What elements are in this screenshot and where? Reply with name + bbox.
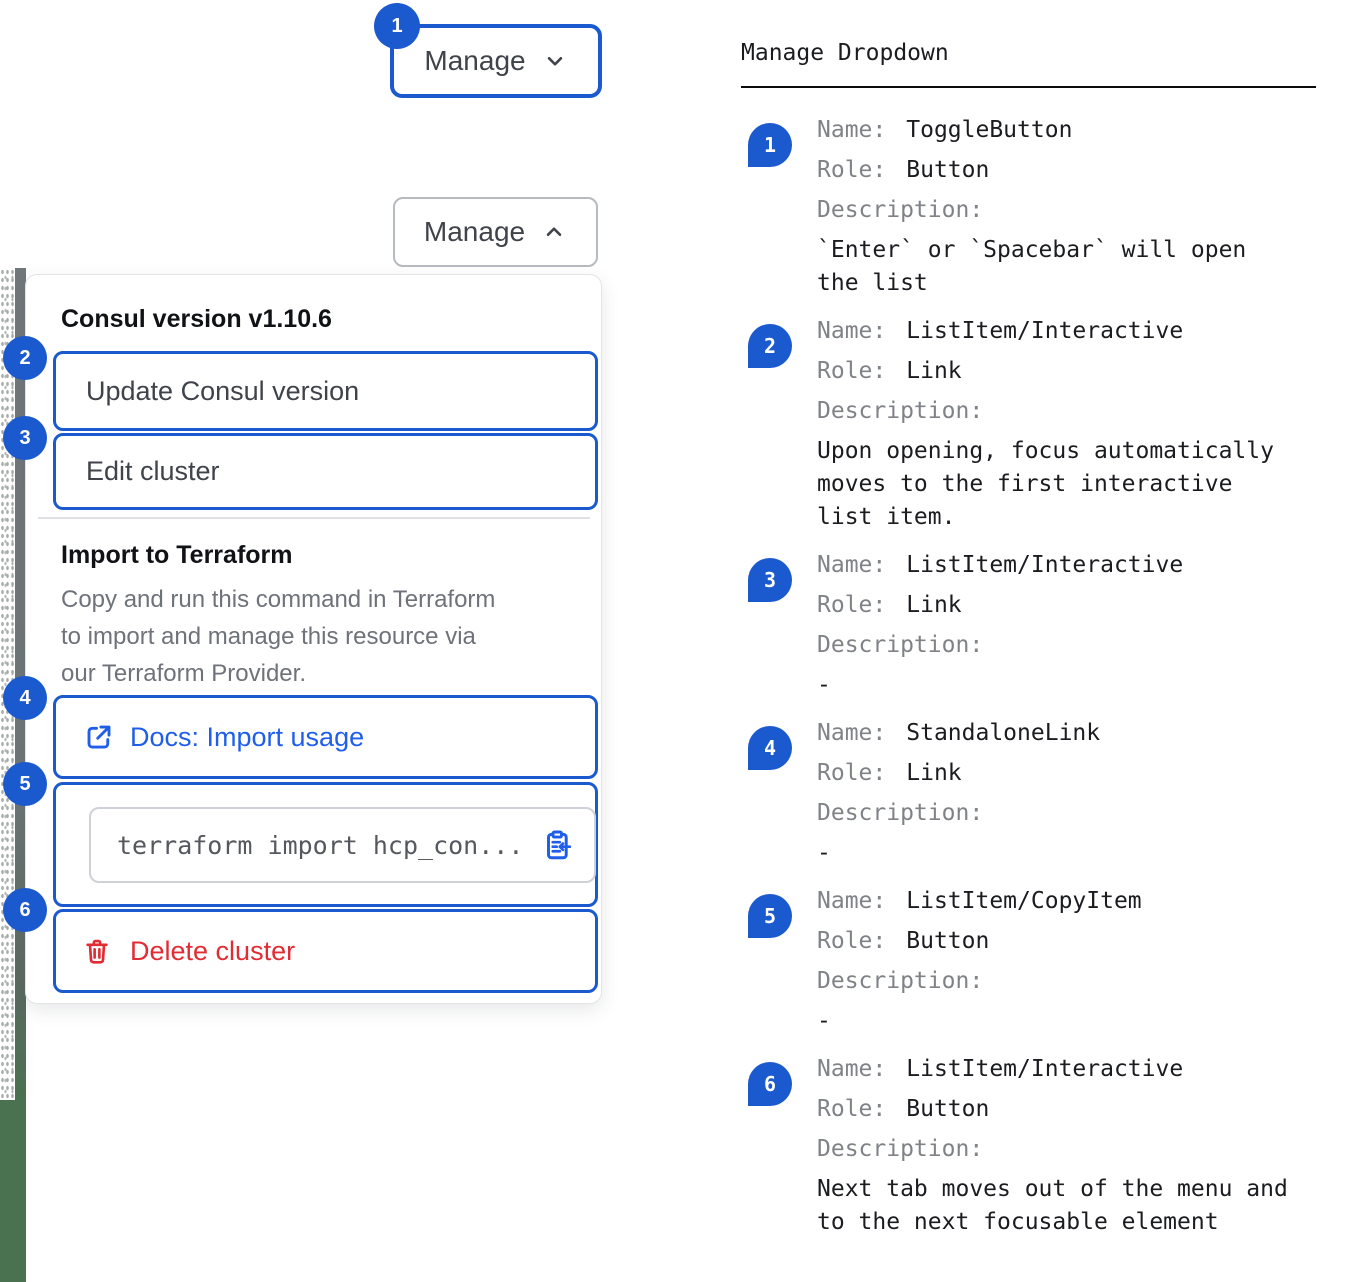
role-value: Button — [906, 928, 990, 954]
role-value: Button — [906, 157, 990, 183]
name-label: Name: — [817, 552, 887, 578]
role-value: Link — [906, 760, 962, 786]
description-value: - — [817, 840, 831, 866]
description-label: Description: — [817, 632, 984, 658]
name-label: Name: — [817, 117, 887, 143]
name-label: Name: — [817, 318, 887, 344]
annotation-badge-5: 5 — [3, 762, 47, 806]
manage-toggle-button-closed[interactable]: Manage — [390, 24, 602, 98]
name-value: StandaloneLink — [906, 720, 1101, 746]
role-value: Link — [906, 592, 962, 618]
spec-entry-5: 5 Name: ListItem/CopyItem Role: Button Des… — [741, 885, 1331, 1038]
name-value: ListItem/CopyItem — [906, 888, 1142, 914]
description-value: Next tab moves out of the menu and to th… — [817, 1176, 1288, 1235]
spec-entry-4: 4 Name: StandaloneLink Role: Link Descript… — [741, 717, 1331, 870]
spec-entry-6: 6 Name:ListItem/Interactive Role:Button … — [741, 1053, 1331, 1239]
name-label: Name: — [817, 888, 887, 914]
spec-entry-3: 3 Name: ListItem/Interactive Role: Link De… — [741, 549, 1331, 702]
manage-button-label: Manage — [424, 45, 526, 76]
description-value: - — [817, 1008, 831, 1034]
role-label: Role: — [817, 358, 887, 384]
consul-version-header: Consul version v1.10.6 — [61, 305, 332, 333]
description-label: Description: — [817, 197, 984, 223]
name-label: Name: — [817, 1056, 887, 1082]
import-section-title: Import to Terraform — [61, 541, 293, 569]
background-green-strip — [0, 1100, 26, 1282]
copy-command-button[interactable]: terraform import hcp_con... — [89, 807, 596, 883]
terraform-command-text: terraform import hcp_con... — [117, 830, 524, 860]
annotation-badge-4: 4 — [3, 676, 47, 720]
description-label: Description: — [817, 398, 984, 424]
manage-dropdown-panel: Consul version v1.10.6 Update Consul ver… — [25, 274, 602, 1004]
manage-button-label: Manage — [423, 216, 526, 247]
spec-column: Manage Dropdown 1 Name: ToggleButton Role… — [741, 40, 1331, 1254]
role-label: Role: — [817, 928, 887, 954]
description-label: Description: — [817, 1136, 984, 1162]
menu-item-delete-cluster[interactable]: Delete cluster — [53, 909, 598, 993]
annotation-badge-6: 6 — [748, 1062, 792, 1106]
name-value: ToggleButton — [906, 117, 1073, 143]
section-divider — [38, 517, 590, 519]
role-value: Link — [906, 358, 962, 384]
name-value: ListItem/Interactive — [906, 552, 1184, 578]
annotation-badge-5: 5 — [748, 894, 792, 938]
spec-title-rule — [741, 86, 1316, 88]
menu-item-label: Edit cluster — [86, 456, 220, 486]
annotation-badge-3: 3 — [748, 558, 792, 602]
menu-item-label: Update Consul version — [86, 375, 360, 406]
docs-import-usage-link[interactable]: Docs: Import usage — [53, 695, 598, 779]
chevron-down-icon — [547, 56, 562, 66]
name-value: ListItem/Interactive — [906, 1056, 1184, 1082]
trash-icon — [86, 939, 108, 964]
role-label: Role: — [817, 592, 887, 618]
annotation-badge-1: 1 — [374, 3, 420, 49]
role-value: Button — [906, 1096, 990, 1122]
import-section-description: Copy and run this command in Terraform t… — [61, 586, 496, 687]
role-label: Role: — [817, 1096, 887, 1122]
name-label: Name: — [817, 720, 887, 746]
menu-item-edit-cluster[interactable]: Edit cluster — [53, 433, 598, 510]
spec-entry-1: 1 Name: ToggleButton Role: Button Descript… — [741, 114, 1331, 300]
docs-link-label: Docs: Import usage — [130, 721, 365, 752]
description-value: `Enter` or `Spacebar` will open the list — [817, 237, 1247, 296]
annotation-badge-3: 3 — [3, 416, 47, 460]
description-label: Description: — [817, 800, 984, 826]
manage-toggle-button-open[interactable]: Manage — [393, 197, 598, 267]
annotation-badge-2: 2 — [3, 336, 47, 380]
description-label: Description: — [817, 968, 984, 994]
spec-entry-2: 2 Name: ListItem/Interactive Role: Link De… — [741, 315, 1331, 534]
description-value: - — [817, 672, 831, 698]
role-label: Role: — [817, 760, 887, 786]
spec-title: Manage Dropdown — [741, 40, 949, 66]
menu-item-copy-command: terraform import hcp_con... — [53, 782, 598, 907]
clipboard-copy-icon[interactable] — [540, 828, 574, 862]
chevron-up-icon — [546, 227, 562, 237]
delete-cluster-label: Delete cluster — [130, 935, 296, 966]
annotation-badge-4: 4 — [748, 726, 792, 770]
external-link-icon — [87, 725, 111, 749]
menu-item-update-consul-version[interactable]: Update Consul version — [53, 351, 598, 431]
annotation-badge-2: 2 — [748, 324, 792, 368]
name-value: ListItem/Interactive — [906, 318, 1184, 344]
description-value: Upon opening, focus automatically moves … — [817, 438, 1274, 530]
annotation-badge-6: 6 — [3, 888, 47, 932]
role-label: Role: — [817, 157, 887, 183]
annotation-badge-1: 1 — [748, 123, 792, 167]
